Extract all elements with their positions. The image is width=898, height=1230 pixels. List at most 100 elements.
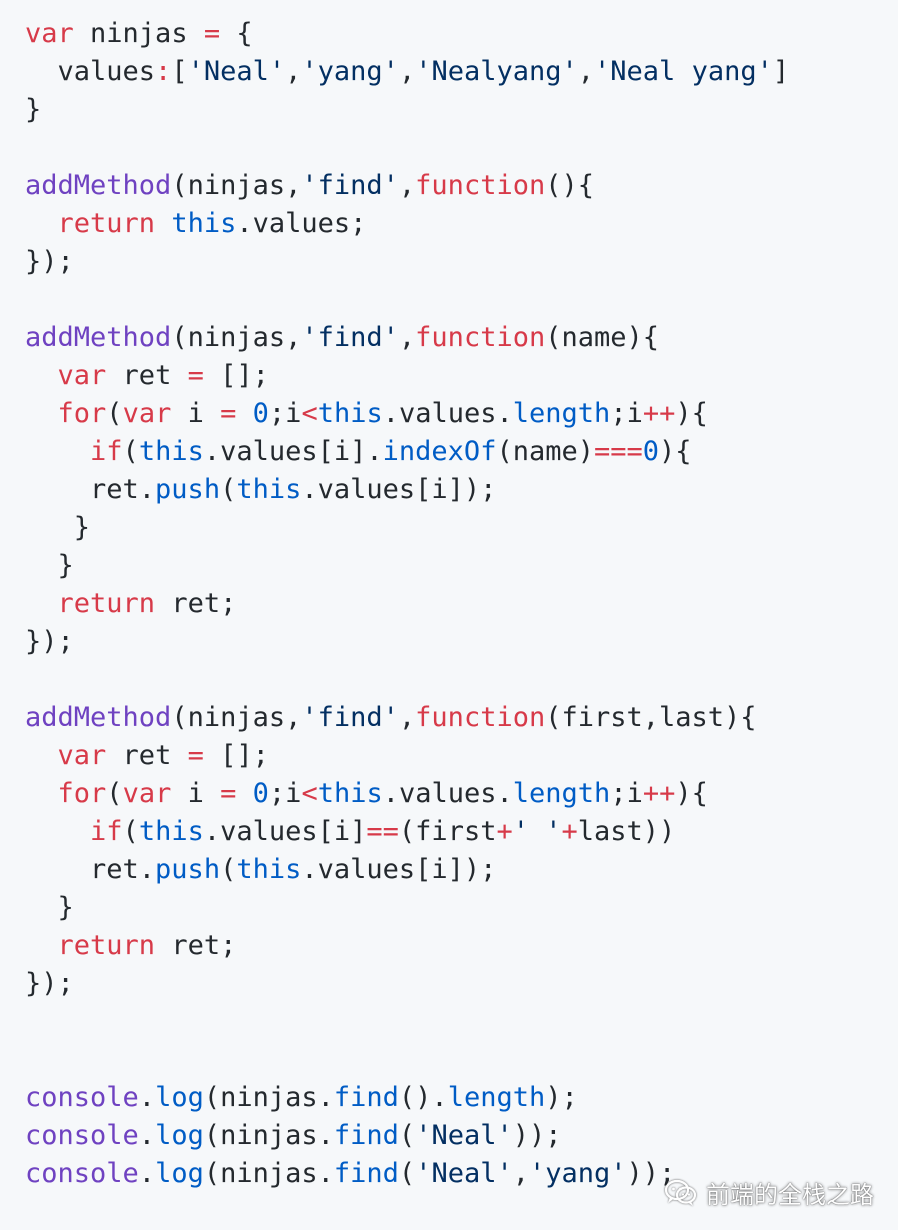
- code-token: .values.: [382, 398, 513, 429]
- code-token: (ninjas,: [171, 322, 302, 353]
- code-token: var: [122, 778, 172, 809]
- code-token: ,: [398, 702, 416, 733]
- code-token: 'Neal yang': [594, 56, 773, 87]
- code-token: this: [317, 778, 383, 809]
- code-token: (first,last){: [545, 702, 757, 733]
- code-line: return ret;: [25, 585, 789, 623]
- code-token: 'yang': [529, 1158, 627, 1189]
- code-token: .values.: [382, 778, 513, 809]
- code-line: }: [25, 547, 789, 585]
- code-token: function: [415, 322, 546, 353]
- code-token: (ninjas.: [203, 1082, 334, 1113]
- code-token: [25, 436, 90, 467]
- code-line: });: [25, 965, 789, 1003]
- code-token: return: [57, 930, 156, 961]
- code-token: this: [317, 398, 383, 429]
- code-token: ;i: [610, 778, 643, 809]
- code-token: =: [220, 398, 237, 429]
- code-token: (: [122, 816, 139, 847]
- code-token: indexOf: [382, 436, 497, 467]
- code-line: for(var i = 0;i<this.values.length;i++){: [25, 395, 789, 433]
- code-token: ret.: [25, 854, 156, 885]
- code-token: ,: [577, 56, 595, 87]
- code-line: ​: [25, 129, 789, 167]
- code-line: ret.push(this.values[i]);: [25, 471, 789, 509]
- code-token: for: [57, 778, 107, 809]
- code-token: return: [57, 208, 156, 239]
- code-token: i: [171, 778, 221, 809]
- code-token: +: [561, 816, 578, 847]
- code-token: function: [415, 702, 546, 733]
- code-token: [25, 930, 58, 961]
- code-token: ret: [106, 740, 188, 771]
- code-token: [155, 208, 171, 239]
- code-token: this: [138, 816, 204, 847]
- code-token: log: [155, 1082, 204, 1113]
- code-line: console.log(ninjas.find().length);: [25, 1079, 789, 1117]
- code-line: addMethod(ninjas,'find',function(name){: [25, 319, 789, 357]
- code-block: var ninjas = { values:['Neal','yang','Ne…: [25, 15, 789, 1193]
- code-token: var: [25, 18, 74, 49]
- code-token: this: [138, 436, 204, 467]
- code-token: find: [333, 1120, 399, 1151]
- code-token: ,: [285, 56, 302, 87]
- code-token: (: [398, 1120, 416, 1151]
- code-token: [25, 360, 58, 391]
- code-token: console: [25, 1158, 139, 1189]
- code-token: console: [25, 1120, 139, 1151]
- code-token: ret;: [155, 588, 237, 619]
- code-token: [236, 398, 252, 429]
- code-token: 'find': [301, 170, 399, 201]
- code-token: <: [301, 398, 318, 429]
- code-token: length: [512, 778, 611, 809]
- code-token: (first: [398, 816, 497, 847]
- code-token: ;i: [268, 398, 302, 429]
- code-token: function: [415, 170, 546, 201]
- code-token: [25, 816, 90, 847]
- code-line: }: [25, 509, 789, 547]
- code-line: var ret = [];: [25, 737, 789, 775]
- code-token: (name): [496, 436, 594, 467]
- code-line: var ninjas = {: [25, 15, 789, 53]
- code-token: ));: [512, 1120, 562, 1151]
- code-token: [25, 740, 58, 771]
- code-token: (ninjas,: [171, 702, 302, 733]
- code-token: <: [301, 778, 318, 809]
- code-token: :: [155, 56, 172, 87]
- code-token: this: [236, 854, 302, 885]
- code-token: ){: [675, 778, 708, 809]
- code-token: ret;: [155, 930, 237, 961]
- code-token: =: [203, 18, 221, 49]
- code-line: }: [25, 91, 789, 129]
- code-token: 'Neal': [415, 1158, 513, 1189]
- code-token: ' ': [512, 816, 562, 847]
- code-token: if: [90, 436, 123, 467]
- code-token: 'Neal': [415, 1120, 513, 1151]
- code-token: ;i: [268, 778, 302, 809]
- code-line: console.log(ninjas.find('Neal'));: [25, 1117, 789, 1155]
- code-token: [25, 398, 58, 429]
- code-token: length: [447, 1082, 546, 1113]
- code-line: }: [25, 889, 789, 927]
- code-token: .values[i]);: [301, 474, 497, 505]
- code-token: +: [496, 816, 513, 847]
- code-line: addMethod(ninjas,'find',function(){: [25, 167, 789, 205]
- code-token: [];: [203, 360, 269, 391]
- code-token: 0: [642, 436, 660, 467]
- code-token: }: [25, 892, 74, 923]
- code-line: for(var i = 0;i<this.values.length;i++){: [25, 775, 789, 813]
- code-token: var: [57, 360, 107, 391]
- code-token: var: [122, 398, 172, 429]
- watermark-text: 前端的全栈之路: [706, 1182, 874, 1209]
- code-line: values:['Neal','yang','Nealyang','Neal y…: [25, 53, 790, 91]
- code-token: this: [171, 208, 237, 239]
- code-token: [];: [203, 740, 269, 771]
- code-token: (: [122, 436, 139, 467]
- code-token: 'Neal': [187, 56, 286, 87]
- code-token: (: [398, 1158, 416, 1189]
- code-token: find: [333, 1158, 399, 1189]
- code-token: );: [545, 1082, 578, 1113]
- code-line: ​: [25, 1003, 789, 1041]
- code-token: });: [25, 968, 74, 999]
- code-token: last)): [577, 816, 676, 847]
